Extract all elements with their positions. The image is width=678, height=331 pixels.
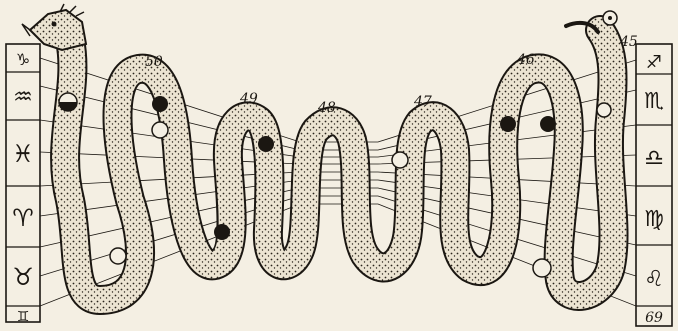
moon-disc [597, 103, 611, 117]
pisces-sign: ♓ [12, 140, 34, 168]
eclipse-disc [500, 116, 516, 132]
label-48: 48 [317, 100, 336, 116]
left-zodiac-column: ♑ ♒ ♓ ♈ ♉ ♊ [6, 44, 40, 325]
aries-sign: ♈ [12, 204, 34, 232]
right-column-number: 69 [645, 310, 663, 326]
label-49: 49 [239, 91, 258, 107]
virgo-sign: ♍ [644, 207, 664, 232]
label-46: 46 [516, 52, 535, 68]
moon-disc [110, 248, 126, 264]
right-zodiac-column: ♐ ♏ ♎ ♍ ♌ 69 [636, 44, 672, 326]
serpent-head [22, 4, 86, 50]
libra-sign: ♎ [644, 146, 664, 171]
label-50: 50 [145, 54, 163, 70]
scorpio-sign: ♏ [644, 89, 664, 114]
gemini-sign: ♊ [17, 309, 30, 325]
eclipse-disc [214, 224, 230, 240]
capricorn-sign: ♑ [16, 50, 30, 69]
moon-disc [392, 152, 408, 168]
sagittarius-sign: ♐ [646, 52, 662, 73]
aquarius-sign: ♒ [13, 85, 33, 110]
leo-sign: ♌ [644, 267, 664, 292]
eclipse-disc [540, 116, 556, 132]
moon-disc [152, 122, 168, 138]
label-45: 45 [619, 34, 638, 50]
label-47: 47 [413, 94, 432, 110]
serpent-body [65, 30, 613, 300]
taurus-sign: ♉ [12, 263, 34, 291]
eclipse-disc [152, 96, 168, 112]
moon-disc [533, 259, 551, 277]
eclipse-disc [258, 136, 274, 152]
